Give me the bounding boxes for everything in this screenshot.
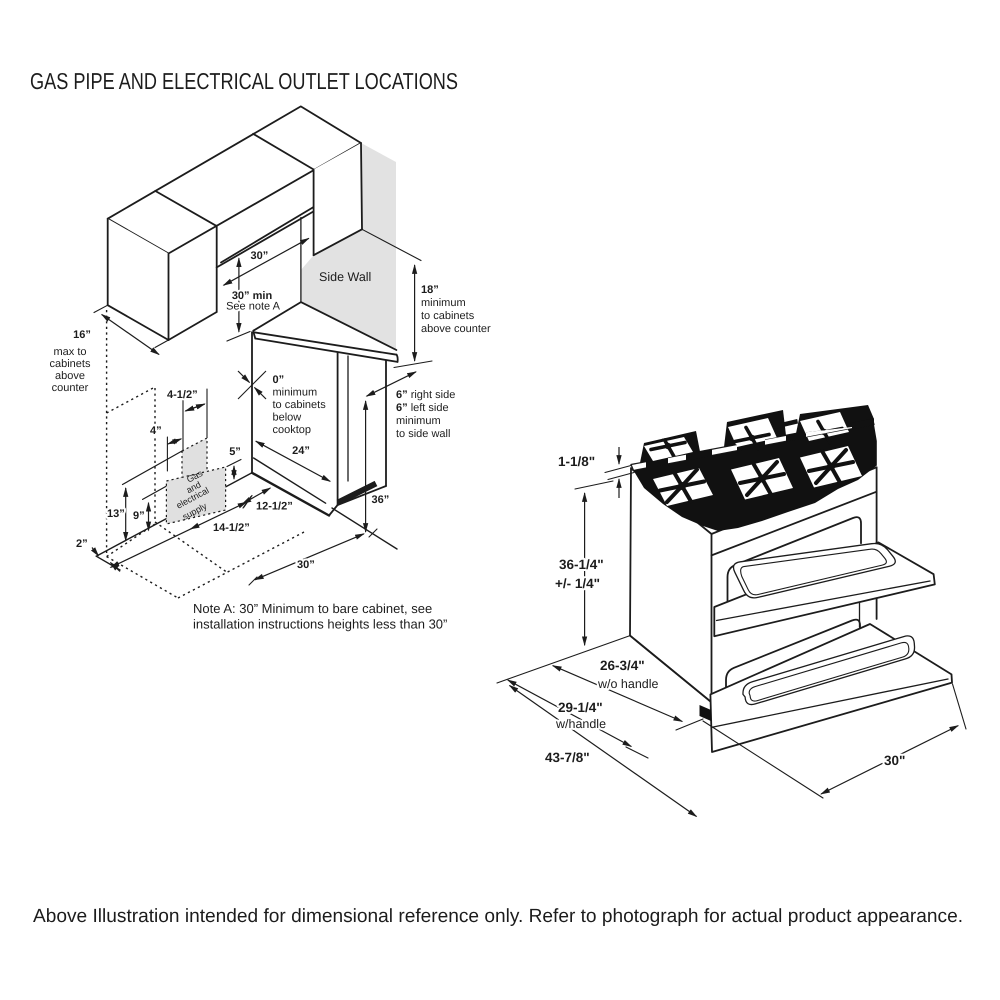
svg-text:36-1/4": 36-1/4": [559, 557, 604, 572]
svg-text:counter: counter: [52, 382, 89, 394]
svg-text:above counter: above counter: [421, 323, 491, 335]
svg-text:14-1/2”: 14-1/2”: [213, 522, 250, 534]
svg-text:4-1/2”: 4-1/2”: [167, 389, 198, 401]
svg-text:max to: max to: [53, 346, 86, 358]
svg-text:30”: 30”: [297, 559, 315, 571]
svg-text:30” min: 30” min: [232, 290, 273, 302]
svg-text:cabinets: cabinets: [50, 358, 91, 370]
svg-text:minimum: minimum: [273, 387, 318, 399]
svg-text:6” left side: 6” left side: [396, 402, 449, 414]
svg-text:5”: 5”: [229, 446, 241, 458]
svg-text:w/handle: w/handle: [555, 717, 606, 731]
svg-text:16”: 16”: [73, 329, 91, 341]
svg-text:12-1/2”: 12-1/2”: [256, 501, 293, 513]
svg-text:Above Illustration intended fo: Above Illustration intended for dimensio…: [33, 906, 963, 927]
svg-text:24”: 24”: [292, 445, 310, 457]
svg-text:minimum: minimum: [396, 415, 441, 427]
svg-text:30": 30": [884, 753, 905, 768]
svg-text:+/- 1/4": +/- 1/4": [555, 576, 600, 591]
svg-text:Side Wall: Side Wall: [319, 270, 371, 284]
svg-text:minimum: minimum: [421, 297, 466, 309]
svg-text:29-1/4": 29-1/4": [558, 700, 603, 715]
svg-text:13”: 13”: [107, 508, 125, 520]
svg-text:9”: 9”: [133, 510, 145, 522]
svg-text:0”: 0”: [273, 374, 285, 386]
svg-text:to side wall: to side wall: [396, 428, 450, 440]
svg-text:43-7/8": 43-7/8": [545, 750, 590, 765]
svg-text:to cabinets: to cabinets: [273, 399, 327, 411]
svg-text:cooktop: cooktop: [273, 424, 312, 436]
svg-text:above: above: [55, 370, 85, 382]
svg-text:1-1/8": 1-1/8": [558, 454, 595, 469]
svg-text:w/o handle: w/o handle: [597, 677, 659, 691]
svg-text:Note A: 30” Minimum to bare ca: Note A: 30” Minimum to bare cabinet, see: [193, 601, 432, 616]
svg-text:36”: 36”: [372, 494, 390, 506]
svg-text:18”: 18”: [421, 284, 439, 296]
svg-text:30”: 30”: [251, 250, 269, 262]
svg-text:installation instructions heig: installation instructions heights less t…: [193, 617, 447, 632]
svg-text:6” right side: 6” right side: [396, 389, 455, 401]
svg-text:below: below: [273, 412, 302, 424]
svg-text:26-3/4": 26-3/4": [600, 658, 645, 673]
svg-text:See note A: See note A: [226, 301, 280, 313]
svg-text:2”: 2”: [76, 538, 88, 550]
svg-text:to cabinets: to cabinets: [421, 310, 475, 322]
svg-text:4”: 4”: [150, 425, 162, 437]
svg-text:GAS PIPE AND ELECTRICAL OUTLET: GAS PIPE AND ELECTRICAL OUTLET LOCATIONS: [30, 68, 458, 94]
